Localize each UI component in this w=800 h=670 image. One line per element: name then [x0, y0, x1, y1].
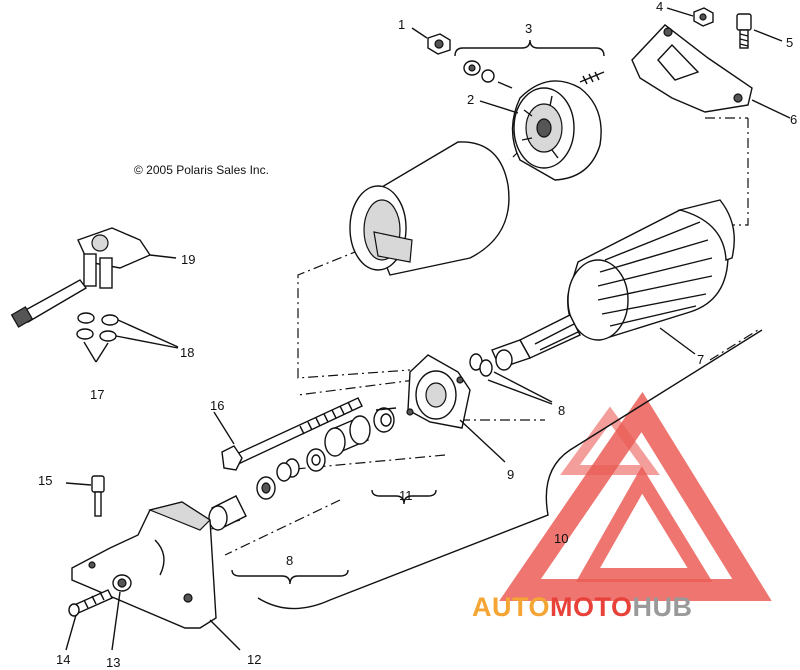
mounting-bracket-12 [71, 501, 217, 629]
callout-5: 5 [786, 35, 793, 50]
callout-11: 11 [399, 488, 413, 503]
watermark-hub: HUB [633, 592, 693, 622]
callout-10: 10 [554, 531, 568, 546]
bracket-6 [631, 24, 753, 113]
callout-9: 9 [507, 467, 514, 482]
watermark-auto: AUTO [472, 592, 550, 622]
callout-12: 12 [247, 652, 261, 667]
through-bolt-16 [221, 397, 363, 471]
watermark-brand-text: AUTOMOTOHUB [472, 592, 693, 622]
screw-15 [91, 475, 105, 517]
callout-15: 15 [38, 473, 52, 488]
callout-16: 16 [210, 398, 224, 413]
brush-holder-19 [10, 227, 152, 328]
washers-8-upper [469, 353, 493, 377]
bolt-14 [68, 589, 113, 617]
callout-labels: 1 3 2 4 5 6 7 8 9 10 11 8 12 13 14 15 16… [38, 0, 797, 670]
end-cap-2 [511, 80, 602, 181]
callout-13: 13 [106, 655, 120, 670]
fitting-5 [736, 13, 752, 49]
gear-set-11 [324, 407, 397, 457]
washers-8-lower [208, 448, 326, 531]
callout-8-lower: 8 [286, 553, 293, 568]
callout-2: 2 [467, 92, 474, 107]
drive-end-housing-9 [406, 354, 471, 429]
motor-housing [349, 141, 510, 276]
watermark-logo [499, 391, 772, 601]
callout-8-upper: 8 [558, 403, 565, 418]
armature-7 [491, 199, 735, 371]
callout-18: 18 [180, 345, 194, 360]
nut-1 [427, 33, 451, 55]
callout-19: 19 [181, 252, 195, 267]
drive-assembly-brace-10 [257, 329, 763, 610]
callout-14: 14 [56, 652, 70, 667]
callout-7: 7 [697, 352, 704, 367]
copyright-notice: © 2005 Polaris Sales Inc. [134, 163, 269, 177]
hardware-set-3 [463, 60, 605, 89]
washer-13 [112, 574, 132, 592]
callout-3: 3 [525, 21, 532, 36]
callout-17: 17 [90, 387, 104, 402]
nut-4 [693, 7, 714, 27]
guide-lines [159, 117, 759, 556]
callout-6: 6 [790, 112, 797, 127]
washers-17-18 [76, 312, 119, 342]
watermark-moto: MOTO [550, 592, 633, 622]
callout-4: 4 [656, 0, 663, 14]
callout-1: 1 [398, 17, 405, 32]
